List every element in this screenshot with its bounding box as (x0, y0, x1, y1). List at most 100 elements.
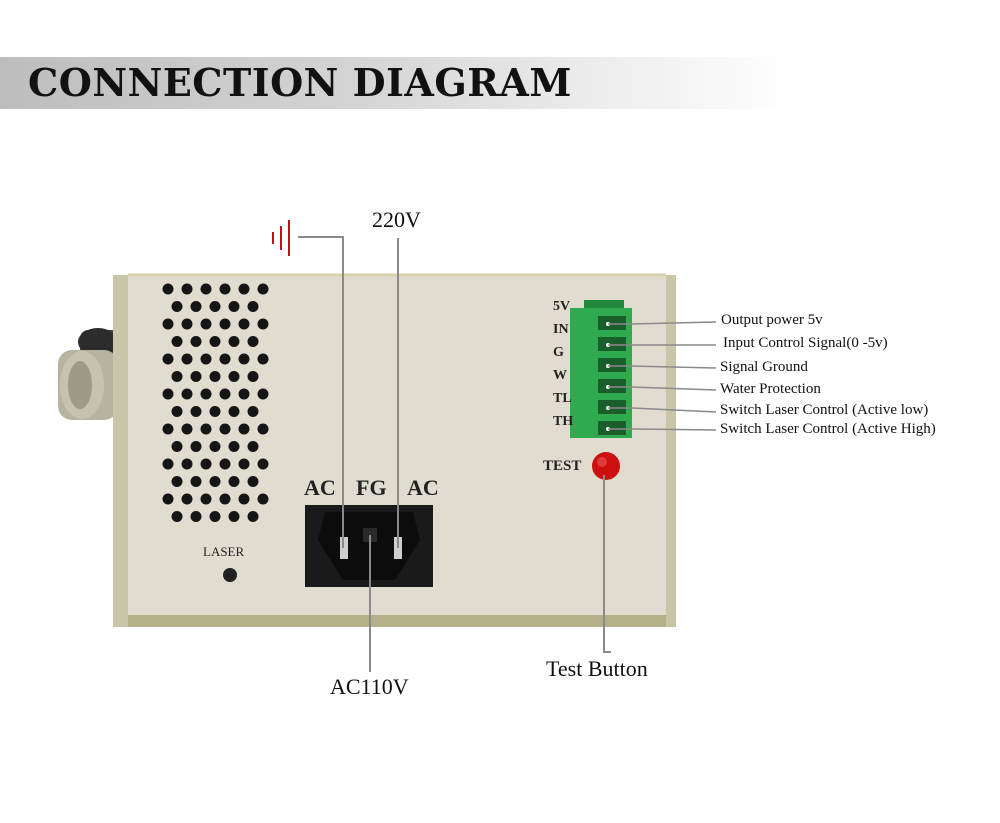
vent-hole (228, 301, 240, 312)
vent-hole (219, 353, 231, 365)
vent-hole (219, 318, 231, 330)
vent-hole (257, 493, 269, 505)
terminal-desc-active-low: Switch Laser Control (Active low) (720, 402, 929, 418)
terminal-label-tl: TL (553, 391, 572, 406)
terminal-leader (608, 321, 717, 325)
vent-hole (200, 283, 212, 295)
test-button-label: Test Button (546, 656, 648, 681)
vent-hole (228, 336, 240, 347)
title-banner (0, 57, 790, 109)
vent-hole (190, 371, 202, 382)
vent-hole (228, 406, 240, 417)
vent-hole (257, 458, 269, 470)
vent-hole (181, 423, 193, 435)
vent-hole (200, 318, 212, 330)
vent-hole (190, 511, 202, 522)
vent-hole (190, 476, 202, 487)
vent-hole (181, 458, 193, 470)
page-title: CONNECTION DIAGRAM (28, 60, 572, 105)
vent-hole (200, 353, 212, 365)
vent-hole (209, 336, 221, 347)
vent-hole (162, 318, 174, 330)
vent-hole (238, 353, 250, 365)
terminal-label-in: IN (553, 322, 569, 337)
vent-hole (228, 371, 240, 382)
vent-hole (190, 441, 202, 452)
vent-hole (238, 388, 250, 400)
laser-indicator (223, 568, 237, 582)
vent-hole (238, 458, 250, 470)
vent-hole (257, 423, 269, 435)
vent-hole (209, 371, 221, 382)
terminal-label-w: W (553, 368, 567, 383)
laser-label: LASER (203, 544, 245, 559)
vent-hole (200, 493, 212, 505)
vent-hole (209, 406, 221, 417)
vent-hole (181, 353, 193, 365)
vent-hole (247, 301, 259, 312)
vent-hole (247, 511, 259, 522)
vent-hole (200, 458, 212, 470)
vent-hole (219, 423, 231, 435)
vent-hole (171, 441, 183, 452)
vent-hole (247, 441, 259, 452)
vent-hole (209, 476, 221, 487)
vent-hole (209, 511, 221, 522)
terminal-label-th: TH (553, 414, 574, 429)
vent-hole (238, 423, 250, 435)
vent-hole (257, 283, 269, 295)
ground-icon (272, 220, 290, 256)
vent-hole (162, 493, 174, 505)
vent-hole (200, 423, 212, 435)
vent-hole (257, 388, 269, 400)
vent-hole (247, 371, 259, 382)
terminal-desc-output-5v: Output power 5v (721, 312, 823, 328)
terminal-screw (598, 421, 626, 435)
terminal-desc-signal-ground: Signal Ground (720, 359, 808, 375)
vent-hole (162, 388, 174, 400)
vent-hole (181, 283, 193, 295)
terminal-screw (598, 337, 626, 351)
vent-hole (238, 493, 250, 505)
vent-hole (171, 511, 183, 522)
terminal-leader (608, 428, 717, 431)
ac110v-label: AC110V (330, 674, 409, 699)
vent-hole (219, 283, 231, 295)
vent-hole (162, 458, 174, 470)
vent-hole (190, 406, 202, 417)
terminal-screw (598, 400, 626, 414)
cable-connector (58, 328, 120, 420)
terminal-leader (608, 407, 717, 413)
vent-hole (228, 441, 240, 452)
vent-hole (200, 388, 212, 400)
vent-hole (228, 511, 240, 522)
vent-hole (247, 336, 259, 347)
vent-hole (209, 441, 221, 452)
vent-hole (219, 388, 231, 400)
vent-holes (162, 283, 269, 522)
test-label: TEST (543, 458, 582, 474)
vent-hole (238, 283, 250, 295)
terminal-label-5v: 5V (553, 299, 571, 314)
terminal-desc-input-signal: Input Control Signal(0 -5v) (723, 335, 888, 351)
vent-hole (162, 423, 174, 435)
fg-label: FG (356, 475, 387, 500)
vent-hole (181, 388, 193, 400)
vent-hole (257, 318, 269, 330)
vent-hole (190, 336, 202, 347)
vent-hole (171, 371, 183, 382)
terminal-leader-lines (608, 321, 717, 431)
terminal-leader (608, 365, 717, 369)
test-button[interactable] (592, 452, 620, 480)
vent-hole (181, 493, 193, 505)
terminal-desc-water-protection: Water Protection (720, 381, 821, 397)
vent-hole (171, 301, 183, 312)
terminal-screw (598, 316, 626, 330)
terminal-label-g: G (553, 345, 564, 360)
vent-hole (171, 476, 183, 487)
terminal-block (570, 300, 632, 438)
terminal-desc-active-high: Switch Laser Control (Active High) (720, 421, 936, 437)
terminal-leader (608, 386, 717, 391)
vent-hole (219, 493, 231, 505)
vent-hole (238, 318, 250, 330)
